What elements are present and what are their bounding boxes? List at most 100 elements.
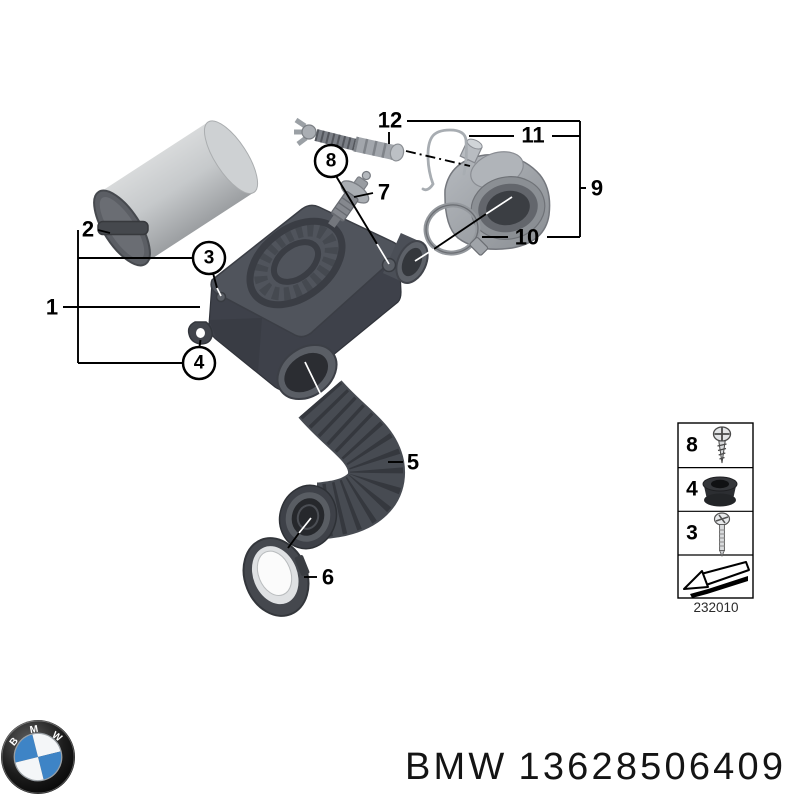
tapping-screw-threads: [717, 443, 727, 460]
boot-opening: [470, 176, 546, 240]
callout-circle-8: [313, 143, 349, 179]
legend-box: 8 4 3 232010: [677, 422, 754, 615]
quadrant-tl-blue: [14, 734, 38, 763]
centerline-vent-boot: [405, 150, 471, 167]
callout-3: 3: [204, 248, 215, 269]
quadrant-br-blue: [38, 751, 62, 780]
leader-8b: [376, 243, 390, 265]
vent-prong-1: [294, 117, 307, 129]
hose-end-inner-ring: [296, 504, 320, 530]
quadrant-ring: [13, 732, 63, 782]
leader-7: [353, 192, 374, 198]
direction-arrow-icon: [683, 561, 750, 598]
arrow-head: [683, 570, 709, 590]
vent-bellows-ribs: [314, 129, 358, 151]
legend-dividers: [678, 467, 753, 556]
align-port-hose: [304, 361, 323, 398]
callout-5: 5: [407, 450, 419, 475]
intake-duct-illustration: [242, 537, 310, 617]
callout-8: 8: [326, 151, 337, 172]
filter-end: [204, 120, 259, 194]
vent-collar-bands: [353, 136, 398, 161]
callout-10: 10: [515, 225, 539, 250]
housing-shadow: [209, 318, 262, 372]
duct-opening: [256, 550, 293, 596]
hose-clamp-illustration: [423, 202, 489, 256]
leader-3b: [216, 287, 222, 297]
vent-left-fitting: [301, 124, 317, 140]
callout-circle-3: [191, 240, 227, 276]
callout-2: 2: [82, 217, 94, 242]
bmw-logo-quadrants: [13, 732, 63, 782]
tapping-screw-shaft: [718, 440, 726, 464]
machine-screw-tip: [718, 550, 726, 558]
callout-7: 7: [378, 180, 390, 205]
tapping-screw-cross: [714, 427, 730, 441]
machine-screw-cross: [715, 514, 729, 524]
align-hose-duct-b: [287, 532, 300, 549]
callout-4: 4: [194, 353, 205, 374]
footer-brand: BMW: [405, 746, 504, 788]
boot-opening-hole: [486, 190, 530, 226]
footer-part-number: 13628506409: [518, 746, 783, 788]
callout-1: 1: [46, 295, 58, 320]
grommet-icon: [702, 476, 738, 507]
bmw-logo-rim-highlight: [1, 720, 75, 794]
legend-code: 232010: [693, 600, 738, 615]
leader-lines: [63, 120, 586, 578]
align-clamp-port-w: [414, 248, 435, 262]
quadrant-tr-white: [32, 733, 61, 757]
intake-hose-illustration: [278, 379, 405, 550]
lid-emblem-segments: [254, 223, 338, 301]
bmw-roundel-logo: B M W: [1, 720, 75, 794]
callout-circle-4: [181, 345, 217, 381]
callout-6: 6: [322, 565, 334, 590]
vent-end-cap: [389, 143, 405, 162]
lid-emblem-inner-ring: [270, 239, 322, 285]
housing-bottom-port: [276, 343, 338, 401]
arrow-shadow: [690, 576, 748, 598]
sensor-ribs: [331, 196, 355, 221]
lid-screw-boss: [215, 291, 227, 303]
maf-sensor-illustration: [328, 170, 371, 228]
duct-clip: [294, 555, 310, 576]
bmw-logo-letter-m: M: [29, 724, 39, 736]
legend-num-8: 8: [686, 434, 698, 457]
housing-eyelet-hole: [196, 328, 205, 338]
sensor-tip: [328, 215, 341, 228]
callout-labels: 1 2 5 6 7 9 10 11 12 3 4 8: [46, 108, 603, 590]
vent-pipe-illustration: [294, 117, 405, 162]
grommet-base: [704, 493, 736, 507]
bottom-port-hole: [284, 352, 329, 393]
machine-screw-threads: [719, 529, 725, 547]
sensor-port-collar: [381, 257, 397, 273]
retaining-clip-illustration: [421, 128, 468, 192]
lid-emblem-outer-ring: [246, 217, 346, 309]
filter-element-illustration: [93, 120, 259, 267]
intake-boot-illustration: [444, 138, 551, 250]
leader-8a: [335, 175, 378, 245]
right-port-hole: [401, 247, 423, 277]
filter-cap-handle: [97, 220, 149, 236]
leader-3a: [212, 272, 218, 289]
align-hose-duct-w: [298, 517, 312, 534]
vent-prong-3: [296, 136, 308, 146]
legend-frame: [677, 422, 754, 599]
hose-open-end: [278, 484, 338, 550]
callout-9: 9: [591, 176, 603, 201]
clamp-band-edge: [425, 204, 479, 254]
align-boot-clamp-b: [433, 213, 487, 250]
legend-num-3: 3: [686, 522, 698, 545]
grommet-hole: [711, 479, 729, 489]
align-boot-clamp-w: [485, 196, 513, 215]
machine-screw-icon: [713, 512, 731, 558]
callout-11: 11: [521, 123, 544, 148]
sensor-screw: [361, 170, 371, 181]
right-bracket: [388, 120, 586, 238]
clamp-screw-housing: [469, 237, 489, 256]
alignment-lines: [287, 150, 513, 549]
tapping-screw-icon: [712, 426, 732, 464]
filter-housing-illustration: [187, 204, 429, 392]
